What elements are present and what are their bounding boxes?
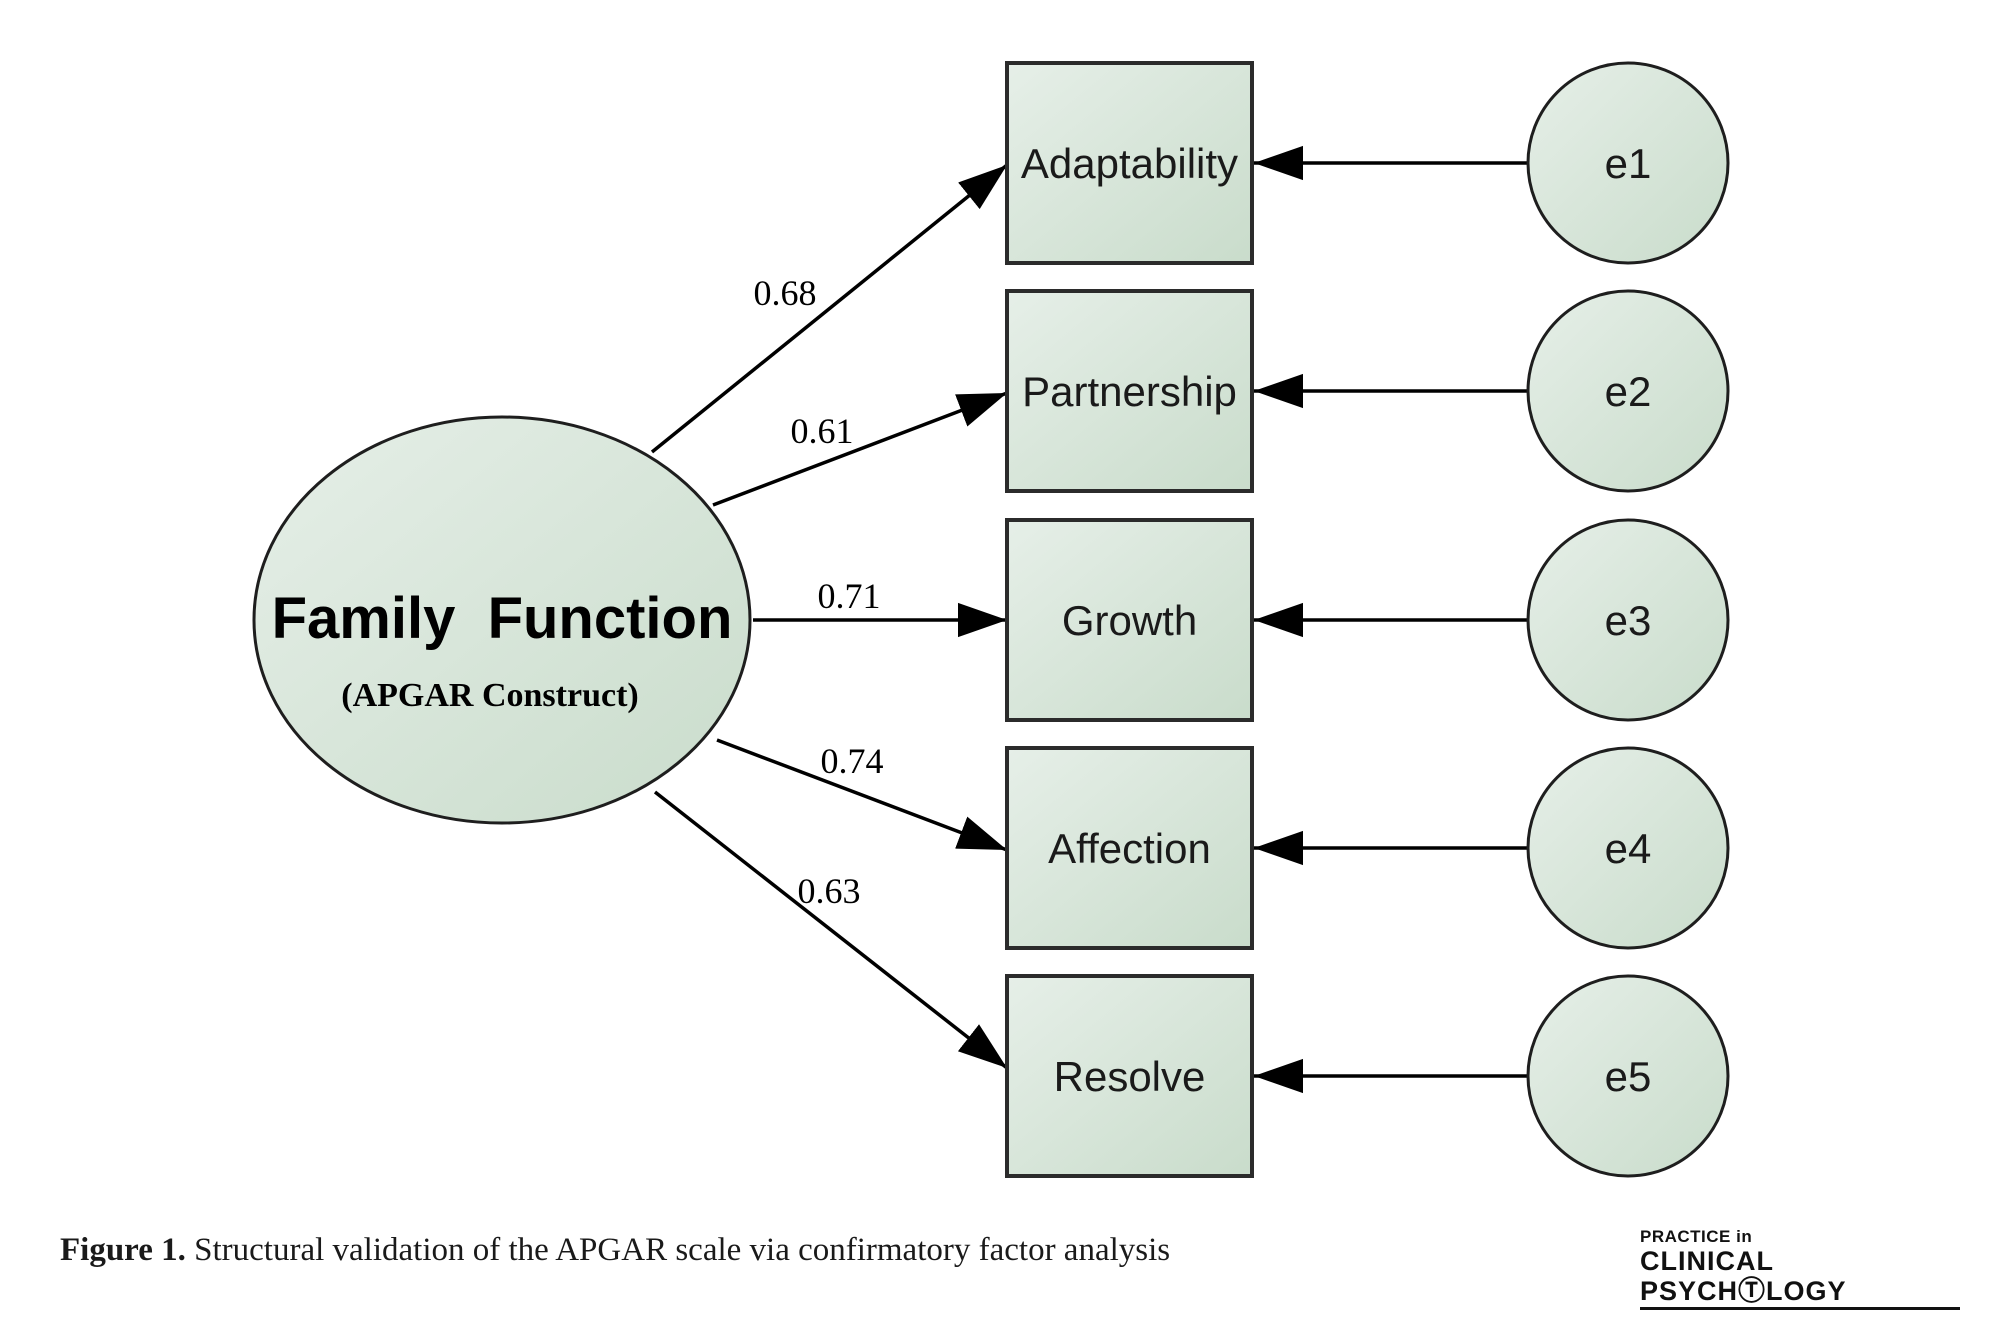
indicator-label-growth: Growth (1062, 597, 1197, 644)
error-term-label-e2: e2 (1605, 368, 1652, 415)
error-term-circle-e1 (1526, 61, 1730, 265)
error-term-label-e1: e1 (1605, 140, 1652, 187)
path-arrows (650, 145, 1528, 1094)
error-term-label-e3: e3 (1605, 597, 1652, 644)
journal-logo-line2: CLINICAL PSYCHⓉLOGY (1640, 1246, 1960, 1310)
error-term-circle-e3 (1526, 518, 1730, 722)
indicator-label-adaptability: Adaptability (1021, 140, 1238, 187)
loading-labels: 0.68 0.61 0.71 0.74 0.63 (754, 273, 884, 911)
latent-factor-ellipse (252, 415, 752, 825)
figure-caption-label: Figure 1. (60, 1232, 186, 1268)
indicator-label-resolve: Resolve (1054, 1053, 1206, 1100)
indicator-box-partnership (1005, 289, 1254, 493)
loading-arrow-affection (716, 738, 1008, 852)
error-term-label-e5: e5 (1605, 1053, 1652, 1100)
error-term-circle-e5 (1526, 974, 1730, 1178)
indicator-box-resolve (1005, 974, 1254, 1178)
error-term-circle-e4 (1526, 746, 1730, 950)
indicator-label-affection: Affection (1048, 825, 1211, 872)
loading-value-resolve: 0.63 (798, 871, 861, 911)
latent-factor-subtitle: (APGAR Construct) (341, 677, 638, 714)
loading-arrow-adaptability (650, 163, 1009, 454)
loading-value-partnership: 0.61 (791, 411, 854, 451)
indicator-box-growth (1005, 518, 1254, 722)
error-term-circle-e2 (1526, 289, 1730, 493)
figure-caption-text: Structural validation of the APGAR scale… (185, 1232, 1171, 1268)
loading-value-growth: 0.71 (818, 576, 881, 616)
indicator-box-adaptability (1005, 61, 1254, 265)
indicator-box-affection (1005, 746, 1254, 950)
loading-value-affection: 0.74 (821, 741, 884, 781)
journal-logo-line1: PRACTICE in (1640, 1227, 1753, 1246)
latent-factor-title: Family Function (272, 586, 733, 651)
loading-arrow-partnership (712, 391, 1008, 507)
indicator-label-partnership: Partnership (1022, 368, 1237, 415)
figure-caption: Figure 1. Structural validation of the A… (60, 1232, 1170, 1269)
loading-arrow-resolve (653, 790, 1009, 1070)
journal-logo: PRACTICE in CLINICAL PSYCHⓉLOGY (1640, 1228, 1960, 1310)
error-term-label-e4: e4 (1605, 825, 1652, 872)
loading-value-adaptability: 0.68 (754, 273, 817, 313)
